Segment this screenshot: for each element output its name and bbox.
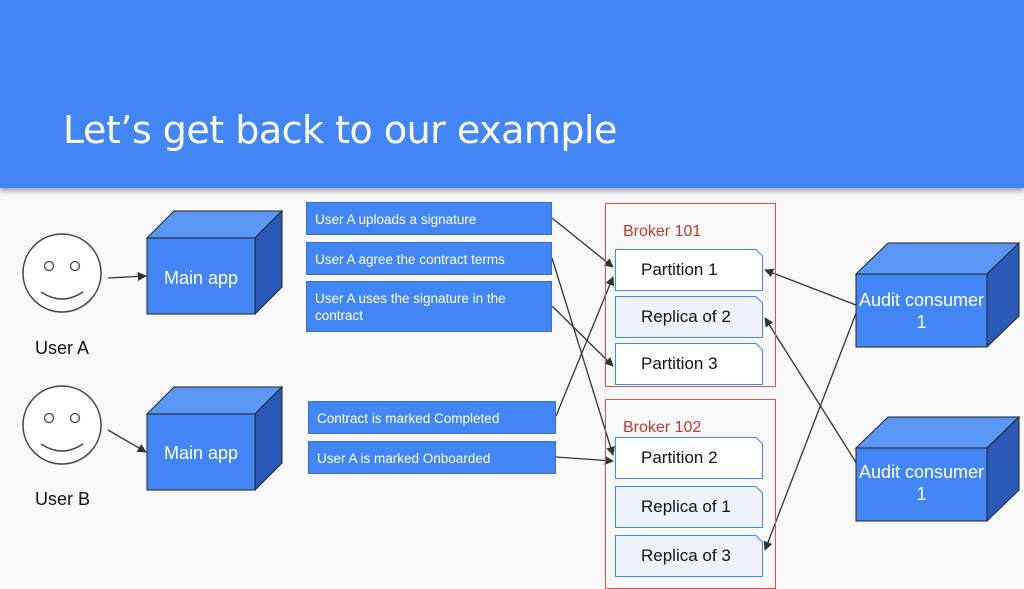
message-box: User A uploads a signature: [306, 202, 552, 235]
partition-box: Replica of 2: [615, 296, 763, 338]
partition-box: Partition 2: [615, 437, 763, 479]
user-a-smiley-icon: [22, 233, 102, 313]
partition-box: Partition 3: [615, 343, 763, 385]
main-app-cube-a: [146, 210, 284, 316]
arrow-consumer1-r3: [763, 307, 859, 551]
arrow-msg1-p1: [551, 217, 614, 268]
main-app-a-label: Main app: [163, 268, 239, 288]
broker-101: [605, 203, 776, 387]
slide-header: Let’s get back to our example: [0, 0, 1024, 188]
audit-consumer-1-label: Audit consumer 1: [858, 290, 985, 332]
broker-102-title: Broker 102: [623, 419, 702, 436]
message-box: User A agree the contract terms: [306, 242, 552, 275]
arrow-userb-app: [107, 429, 147, 453]
arrow-consumer1-p1: [764, 268, 857, 306]
slide-title: Let’s get back to our example: [63, 108, 617, 152]
broker-101-title: Broker 101: [623, 223, 702, 240]
arrow-consumer2-r2: [764, 317, 858, 465]
message-box: User A is marked Onboarded: [308, 441, 556, 474]
arrow-msg5-p2: [555, 455, 614, 465]
connection-arrows: [107, 217, 859, 551]
message-box: Contract is marked Completed: [308, 401, 556, 434]
arrow-msg2-p2: [551, 257, 615, 456]
user-b-smiley-icon: [22, 385, 102, 465]
message-box: User A uses the signature in the contrac…: [306, 281, 552, 332]
main-app-b-label: Main app: [163, 443, 239, 463]
arrow-msg4-p1: [555, 276, 615, 417]
partition-box: Partition 1: [615, 249, 763, 291]
audit-consumer-2-label: Audit consumer 1: [858, 462, 985, 504]
audit-consumer-cube-2: [855, 416, 1021, 523]
main-app-cube-b: [146, 386, 284, 492]
arrow-usera-app: [107, 271, 147, 281]
partition-box: Replica of 3: [615, 535, 763, 577]
arrow-msg3-p3: [551, 305, 614, 367]
partition-box: Replica of 1: [615, 486, 763, 528]
user-a-label: User A: [35, 338, 90, 358]
user-b-label: User B: [35, 489, 91, 509]
audit-consumer-cube-1: [855, 242, 1021, 349]
